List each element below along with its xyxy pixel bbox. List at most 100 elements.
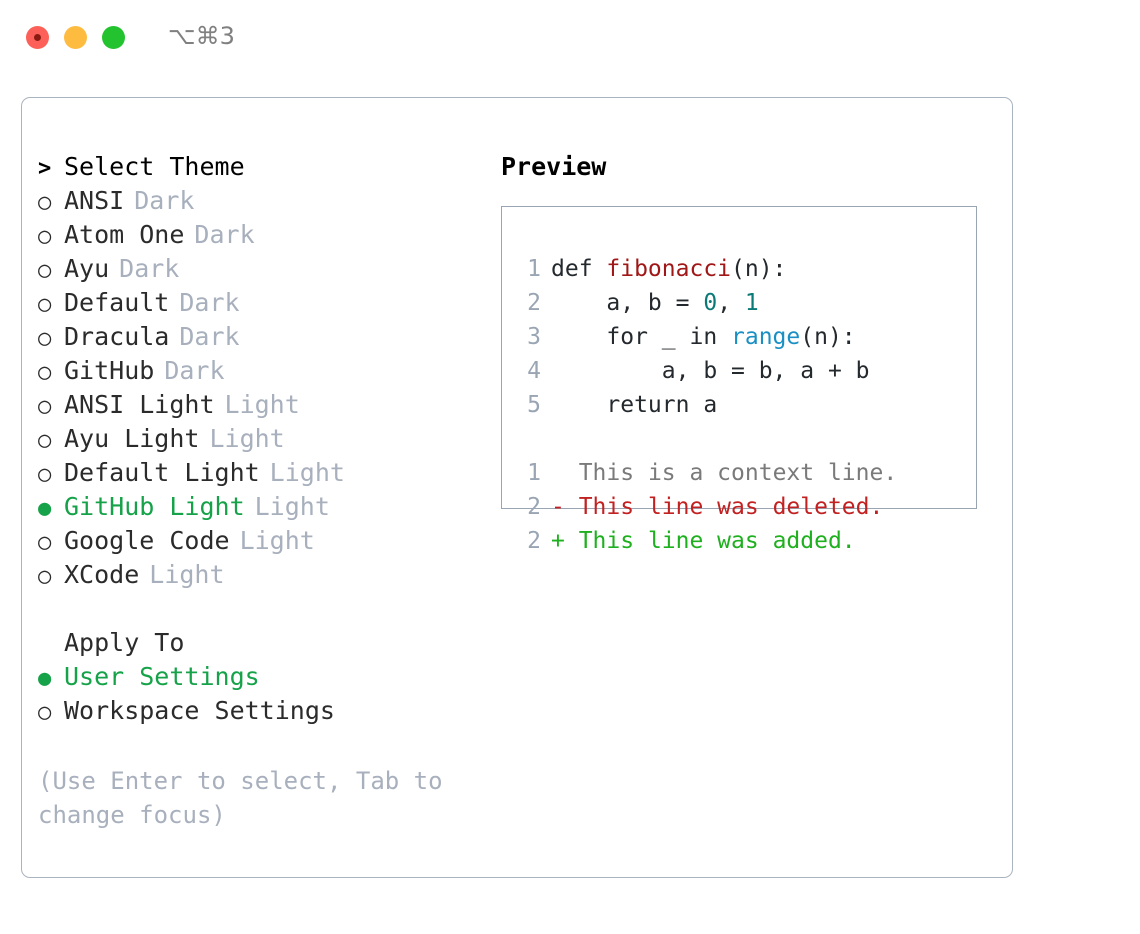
prompt-caret-icon: >	[38, 156, 52, 181]
line-number: 3	[527, 324, 541, 350]
theme-variant-tag: Light	[149, 560, 225, 589]
theme-name-label: Google Code	[64, 526, 230, 555]
diff-sign: +	[551, 528, 565, 554]
theme-variant-tag: Light	[224, 390, 300, 419]
radio-unselected-icon[interactable]: ○	[38, 224, 52, 249]
radio-selected-icon[interactable]: ●	[38, 496, 52, 521]
apply-to-list: ● User Settings ○ Workspace Settings	[38, 660, 488, 728]
radio-unselected-icon[interactable]: ○	[38, 360, 52, 385]
code-token: range	[731, 324, 801, 350]
diff-text: This line was added.	[564, 528, 856, 554]
preview-column: Preview 1 def fibonacci (n): 2 a, b = 0, 1 3…	[501, 150, 991, 554]
apply-to-marker-placeholder	[38, 628, 64, 662]
theme-variant-tag: Dark	[179, 288, 240, 317]
theme-name-label: XCode	[64, 560, 140, 589]
theme-list-item[interactable]: ● GitHub Light Light	[38, 490, 488, 524]
diff-sample: 1 This is a context line.2- This line wa…	[515, 456, 968, 558]
theme-name-label: GitHub	[64, 356, 155, 385]
theme-list-item[interactable]: ○ XCode Light	[38, 558, 488, 592]
maximize-window-button[interactable]	[102, 26, 125, 49]
diff-sign	[551, 460, 565, 486]
select-theme-heading-label: Select Theme	[64, 152, 245, 181]
radio-unselected-icon[interactable]: ○	[38, 292, 52, 317]
code-line: 5 return a	[515, 388, 968, 422]
radio-unselected-icon[interactable]: ○	[38, 326, 52, 351]
code-diff-separator	[515, 422, 968, 456]
code-token: a, b =	[551, 290, 704, 316]
theme-list-item[interactable]: ○ Ayu Dark	[38, 252, 488, 286]
apply-to-heading-label: Apply To	[64, 628, 185, 657]
theme-name-label: Dracula	[64, 322, 170, 351]
radio-unselected-icon[interactable]: ○	[38, 428, 52, 453]
diff-line: 2- This line was deleted.	[515, 490, 968, 524]
code-sample: 1 def fibonacci (n): 2 a, b = 0, 1 3 for _ i…	[515, 252, 968, 422]
radio-unselected-icon[interactable]: ○	[38, 700, 52, 725]
theme-list-item[interactable]: ○ ANSI Dark	[38, 184, 488, 218]
radio-unselected-icon[interactable]: ○	[38, 258, 52, 283]
theme-variant-tag: Dark	[119, 254, 180, 283]
code-token: a, b = b, a + b	[551, 358, 870, 384]
line-number: 5	[527, 392, 541, 418]
code-token: return a	[551, 392, 718, 418]
radio-unselected-icon[interactable]: ○	[38, 530, 52, 555]
theme-variant-tag: Light	[239, 526, 315, 555]
preview-heading: Preview	[501, 152, 607, 181]
radio-unselected-icon[interactable]: ○	[38, 190, 52, 215]
theme-variant-tag: Dark	[194, 220, 255, 249]
preview-box: 1 def fibonacci (n): 2 a, b = 0, 1 3 for _ i…	[501, 206, 977, 554]
radio-selected-icon[interactable]: ●	[38, 666, 52, 691]
code-token: 0	[703, 290, 718, 316]
code-line: 4 a, b = b, a + b	[515, 354, 968, 388]
theme-variant-tag: Dark	[134, 186, 195, 215]
code-token: fibonacci	[606, 256, 732, 282]
keyboard-hint-text: (Use Enter to select, Tab to change focu…	[38, 767, 458, 829]
keyboard-shortcut-label: ⌥⌘3	[168, 22, 235, 50]
diff-line: 1 This is a context line.	[515, 456, 968, 490]
theme-name-label: ANSI	[64, 186, 125, 215]
line-number: 2	[527, 528, 541, 554]
code-token: for _ in	[551, 324, 732, 350]
theme-name-label: GitHub Light	[64, 492, 245, 521]
code-token: (n):	[800, 324, 856, 350]
theme-name-label: Default Light	[64, 458, 260, 487]
theme-name-label: Atom One	[64, 220, 185, 249]
apply-to-heading: Apply To	[38, 626, 488, 660]
line-number: 2	[527, 290, 541, 316]
theme-variant-tag: Light	[254, 492, 330, 521]
line-number: 1	[527, 460, 541, 486]
apply-to-label: Workspace Settings	[64, 696, 335, 725]
theme-list-item[interactable]: ○ Atom One Dark	[38, 218, 488, 252]
code-token: def	[551, 256, 607, 282]
theme-name-label: Ayu	[64, 254, 110, 283]
apply-to-item[interactable]: ● User Settings	[38, 660, 488, 694]
code-token: ,	[717, 290, 745, 316]
diff-line: 2 + This line was added.	[515, 524, 968, 558]
theme-variant-tag: Dark	[179, 322, 240, 351]
line-number: 2	[527, 494, 541, 520]
radio-unselected-icon[interactable]: ○	[38, 462, 52, 487]
theme-list-item[interactable]: ○ Dracula Dark	[38, 320, 488, 354]
apply-to-label: User Settings	[64, 662, 260, 691]
diff-text: This line was deleted.	[564, 494, 884, 520]
preview-code-area: 1 def fibonacci (n): 2 a, b = 0, 1 3 for _ i…	[515, 252, 968, 558]
radio-unselected-icon[interactable]: ○	[38, 394, 52, 419]
title-bar: ⌥⌘3	[0, 0, 1140, 76]
theme-variant-tag: Light	[209, 424, 285, 453]
line-number: 1	[527, 256, 541, 282]
diff-text: This is a context line.	[564, 460, 898, 486]
code-token: 1	[744, 290, 759, 316]
apply-to-item[interactable]: ○ Workspace Settings	[38, 694, 488, 728]
close-window-button[interactable]	[26, 26, 49, 49]
theme-list-item[interactable]: ○ Google Code Light	[38, 524, 488, 558]
minimize-window-button[interactable]	[64, 26, 87, 49]
radio-unselected-icon[interactable]: ○	[38, 564, 52, 589]
